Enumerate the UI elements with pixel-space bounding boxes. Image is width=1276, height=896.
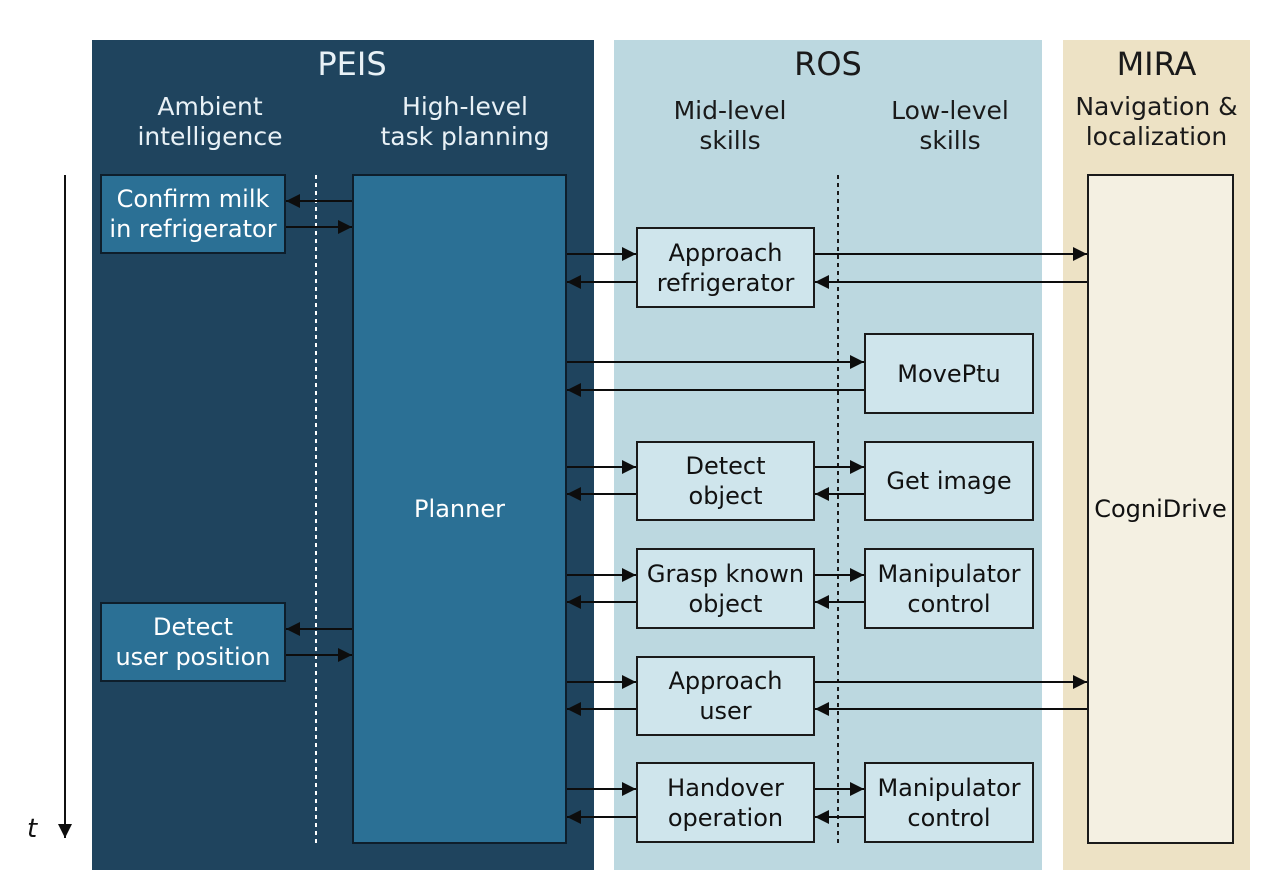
planner-box: Planner <box>352 174 567 844</box>
ambient-intelligence-header: Ambient intelligence <box>137 92 283 151</box>
cognidrive-box: CogniDrive <box>1087 174 1234 844</box>
detect-object-box: Detect object <box>636 441 815 521</box>
detect-user-position-box: Detect user position <box>100 602 286 682</box>
peis-title: PEIS <box>317 45 387 83</box>
manipulator-control-box-2: Manipulator control <box>864 762 1034 843</box>
approach-user-box: Approach user <box>636 656 815 736</box>
mira-title: MIRA <box>1116 45 1197 83</box>
low-level-skills-header: Low-level skills <box>891 96 1009 155</box>
high-level-task-planning-header: High-level task planning <box>380 92 550 151</box>
ros-title: ROS <box>794 45 862 83</box>
handover-operation-box: Handover operation <box>636 762 815 843</box>
approach-refrigerator-box: Approach refrigerator <box>636 227 815 308</box>
confirm-milk-box: Confirm milk in refrigerator <box>100 174 286 254</box>
moveptu-box: MovePtu <box>864 333 1034 414</box>
mid-level-skills-header: Mid-level skills <box>673 96 787 155</box>
get-image-box: Get image <box>864 441 1034 521</box>
navigation-localization-header: Navigation & localization <box>1075 92 1238 151</box>
manipulator-control-box-1: Manipulator control <box>864 548 1034 629</box>
grasp-known-object-box: Grasp known object <box>636 548 815 629</box>
time-axis-label: t <box>27 814 38 844</box>
